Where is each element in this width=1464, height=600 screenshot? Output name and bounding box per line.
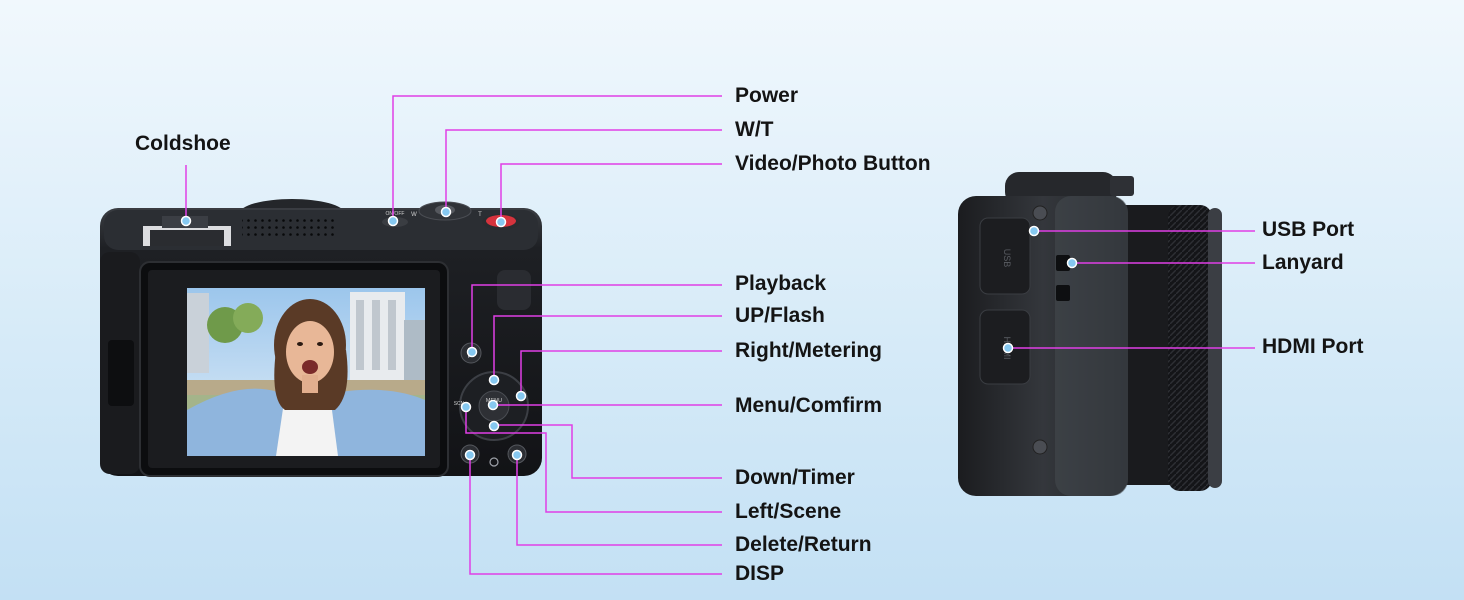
usb-door[interactable] [979, 217, 1031, 295]
selfie-photo [187, 288, 425, 456]
dot-playback [466, 346, 478, 358]
screw [1032, 205, 1048, 221]
label-hdmi-port: HDMI Port [1262, 335, 1364, 358]
dot-hdmi [1002, 342, 1014, 354]
dot-power [387, 215, 399, 227]
callout-video-photo [500, 163, 722, 221]
dot-lanyard [1066, 257, 1078, 269]
label-delete-return: Delete/Return [735, 533, 872, 556]
dot-left-scene [460, 401, 472, 413]
dot-delete-return [511, 449, 523, 461]
label-video-photo: Video/Photo Button [735, 152, 931, 175]
thumb-grip [497, 270, 531, 310]
screw [1032, 439, 1048, 455]
label-left-scene: Left/Scene [735, 500, 842, 523]
callout-disp [469, 454, 722, 575]
callout-right-metering [520, 350, 722, 395]
label-right-metering: Right/Metering [735, 339, 882, 362]
dot-video-photo [495, 216, 507, 228]
label-disp: DISP [735, 562, 785, 585]
w-marking: W [411, 212, 417, 218]
lanyard-slot [1056, 255, 1070, 271]
dot-usb [1028, 225, 1040, 237]
dot-up-flash [488, 374, 500, 386]
dot-menu [487, 399, 499, 411]
return-icon [489, 457, 499, 467]
callout-delete-return [516, 454, 722, 546]
scn-marking: SCN [454, 401, 465, 407]
callout-left-scene [465, 408, 722, 513]
callout-power [392, 95, 722, 219]
callout-dots [180, 206, 1078, 461]
dot-wt [440, 206, 452, 218]
dot-right-metering [515, 390, 527, 402]
label-lanyard: Lanyard [1262, 251, 1344, 274]
usb-door-marking: USB [1002, 249, 1012, 268]
dot-disp [464, 449, 476, 461]
callout-up-flash [493, 315, 722, 378]
label-up-flash: UP/Flash [735, 304, 825, 327]
label-usb-port: USB Port [1262, 218, 1355, 241]
on-off-marking: ON/OFF [386, 211, 405, 217]
label-playback: Playback [735, 272, 827, 295]
speaker-grille [242, 215, 338, 239]
callout-playback [471, 284, 722, 350]
callout-down-timer [494, 424, 722, 479]
label-power: Power [735, 84, 799, 107]
label-menu-confirm: Menu/Comfirm [735, 394, 882, 417]
side-shutter [1110, 176, 1134, 196]
dot-down-timer [488, 420, 500, 432]
label-down-timer: Down/Timer [735, 466, 855, 489]
front-camera: ON/OFF W T [100, 199, 542, 477]
lanyard-slot [1056, 285, 1070, 301]
label-wt: W/T [735, 118, 774, 141]
label-coldshoe: Coldshoe [135, 132, 231, 155]
dot-coldshoe [180, 215, 192, 227]
side-camera: USB HDMI [958, 172, 1222, 496]
callout-wt [445, 129, 722, 211]
callout-lines [185, 95, 1255, 575]
t-marking: T [478, 212, 482, 218]
